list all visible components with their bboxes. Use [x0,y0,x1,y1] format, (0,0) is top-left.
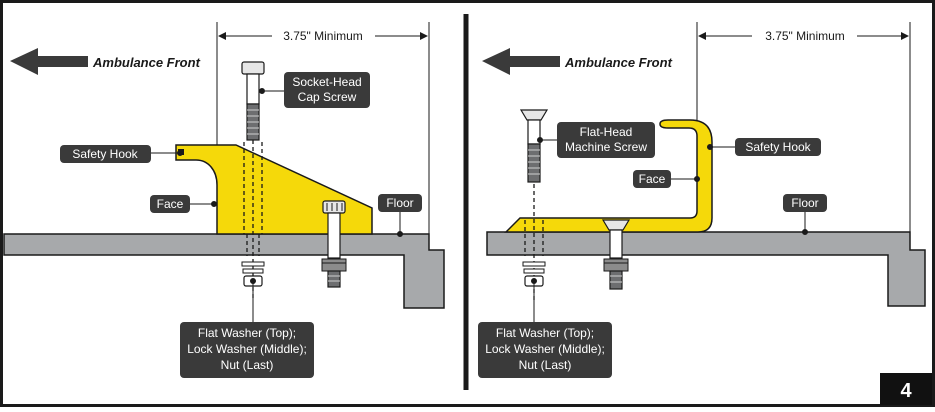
left-arrow-icon [10,48,88,75]
safety-hook-label: Safety Hook [745,140,811,154]
direction-label: Ambulance Front [564,55,673,70]
floor [486,231,926,307]
safety-hook-label: Safety Hook [72,147,138,161]
dimension-callout: 3.75" Minimum [216,22,430,236]
label-safety-hook: Safety Hook [60,145,151,163]
screw-label-line-2: Machine Screw [565,140,647,154]
right-panel: Ambulance Front 3.75" Minimum [478,22,926,378]
hardware-label-line-3: Nut (Last) [221,358,274,372]
installed-bolt [321,200,347,288]
label-screw: Socket-Head Cap Screw [284,72,370,108]
floor [3,233,445,309]
floor-label: Floor [386,196,413,210]
direction-label: Ambulance Front [92,55,201,70]
hardware-label-line-1: Flat Washer (Top); [198,326,296,340]
label-hardware: Flat Washer (Top); Lock Washer (Middle);… [180,322,314,378]
dimension-label: 3.75" Minimum [765,29,845,43]
hardware-label-line-2: Lock Washer (Middle); [187,342,307,356]
ambulance-front-arrow: Ambulance Front [10,48,201,75]
label-floor: Floor [378,194,422,212]
dimension-label: 3.75" Minimum [283,29,363,43]
label-face: Face [150,195,190,213]
socket-head-cap-screw [241,61,265,141]
floor-label: Floor [791,196,818,210]
screw-label-line-1: Socket-Head [292,75,361,89]
left-panel: Ambulance Front 3.75" Minimum [3,22,445,378]
page-number-badge: 4 [880,373,932,405]
installed-bolt [601,219,631,290]
dimension-callout: 3.75" Minimum [696,22,911,234]
leader-lines [151,88,403,322]
flat-head-machine-screw [519,109,549,183]
hardware-label-line-2: Lock Washer (Middle); [485,342,605,356]
left-arrow-icon [482,48,560,75]
hardware-label-line-1: Flat Washer (Top); [496,326,594,340]
screw-label-line-2: Cap Screw [298,90,357,104]
safety-hook [175,144,373,235]
label-floor: Floor [783,194,827,212]
screw-label-line-1: Flat-Head [580,125,633,139]
face-label: Face [639,172,666,186]
screw-path-dashed [524,184,544,300]
page-number: 4 [900,380,912,402]
safety-hook [504,119,713,233]
ambulance-front-arrow: Ambulance Front [482,48,673,75]
face-label: Face [157,197,184,211]
label-screw: Flat-Head Machine Screw [557,122,655,158]
hardware-label-line-3: Nut (Last) [519,358,572,372]
label-face: Face [633,170,671,188]
label-hardware: Flat Washer (Top); Lock Washer (Middle);… [478,322,612,378]
label-safety-hook: Safety Hook [735,138,821,156]
leader-lines [531,137,808,322]
